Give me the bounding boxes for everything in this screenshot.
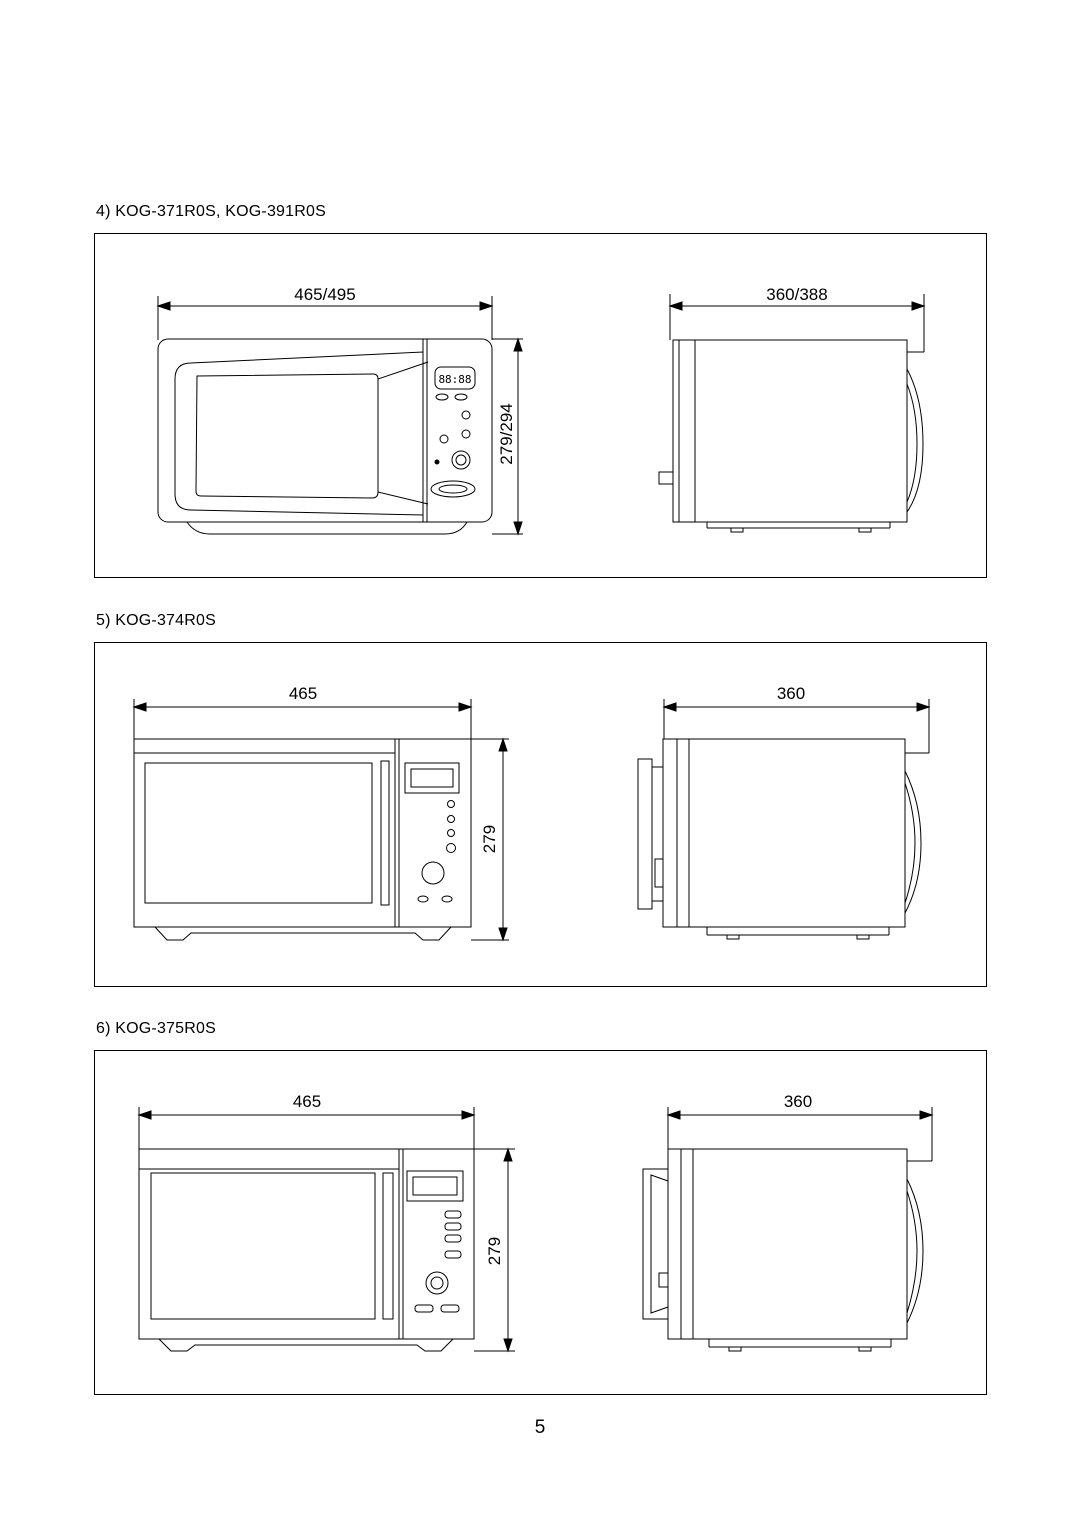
front-height-dimension — [471, 737, 509, 942]
side-depth-label: 360/388 — [766, 285, 827, 304]
page-number: 5 — [534, 1417, 546, 1438]
section-5-drawing: 465 360 279 — [132, 684, 931, 942]
front-view-microwave — [138, 1148, 475, 1352]
front-width-dimension — [132, 699, 473, 739]
side-view-microwave — [658, 339, 924, 533]
section-5-frame: 465 360 279 — [94, 642, 987, 987]
front-view-microwave — [133, 738, 472, 941]
section-5-title: 5) KOG-374R0S — [96, 612, 216, 629]
front-height-dimension — [492, 337, 523, 536]
section-4-frame: 465/495 360/388 279/294 88:88 — [94, 233, 987, 578]
front-width-dimension — [156, 296, 494, 340]
front-view-microwave — [157, 338, 493, 535]
front-width-label: 465/495 — [294, 285, 355, 304]
side-depth-label: 360 — [777, 684, 805, 703]
section-4-title: 4) KOG-371R0S, KOG-391R0S — [96, 203, 326, 220]
display-readout: 88:88 — [438, 373, 471, 386]
front-width-dimension — [137, 1107, 476, 1149]
section-4-drawing: 465/495 360/388 279/294 88:88 — [156, 285, 926, 536]
side-depth-dimension — [662, 699, 931, 754]
side-depth-dimension — [666, 1107, 934, 1162]
front-height-dimension — [474, 1147, 515, 1353]
side-depth-label: 360 — [784, 1092, 812, 1111]
section-6-drawing: 465 360 279 — [137, 1092, 934, 1353]
front-height-label: 279 — [480, 825, 499, 853]
side-view-microwave — [637, 738, 922, 940]
side-view-microwave — [642, 1148, 924, 1352]
front-height-label: 279 — [485, 1237, 504, 1265]
section-6-frame: 465 360 279 — [94, 1050, 987, 1395]
front-width-label: 465 — [289, 684, 317, 703]
section-6-title: 6) KOG-375R0S — [96, 1020, 216, 1037]
front-height-label: 279/294 — [497, 403, 516, 464]
front-width-label: 465 — [293, 1092, 321, 1111]
side-depth-dimension — [668, 294, 926, 353]
